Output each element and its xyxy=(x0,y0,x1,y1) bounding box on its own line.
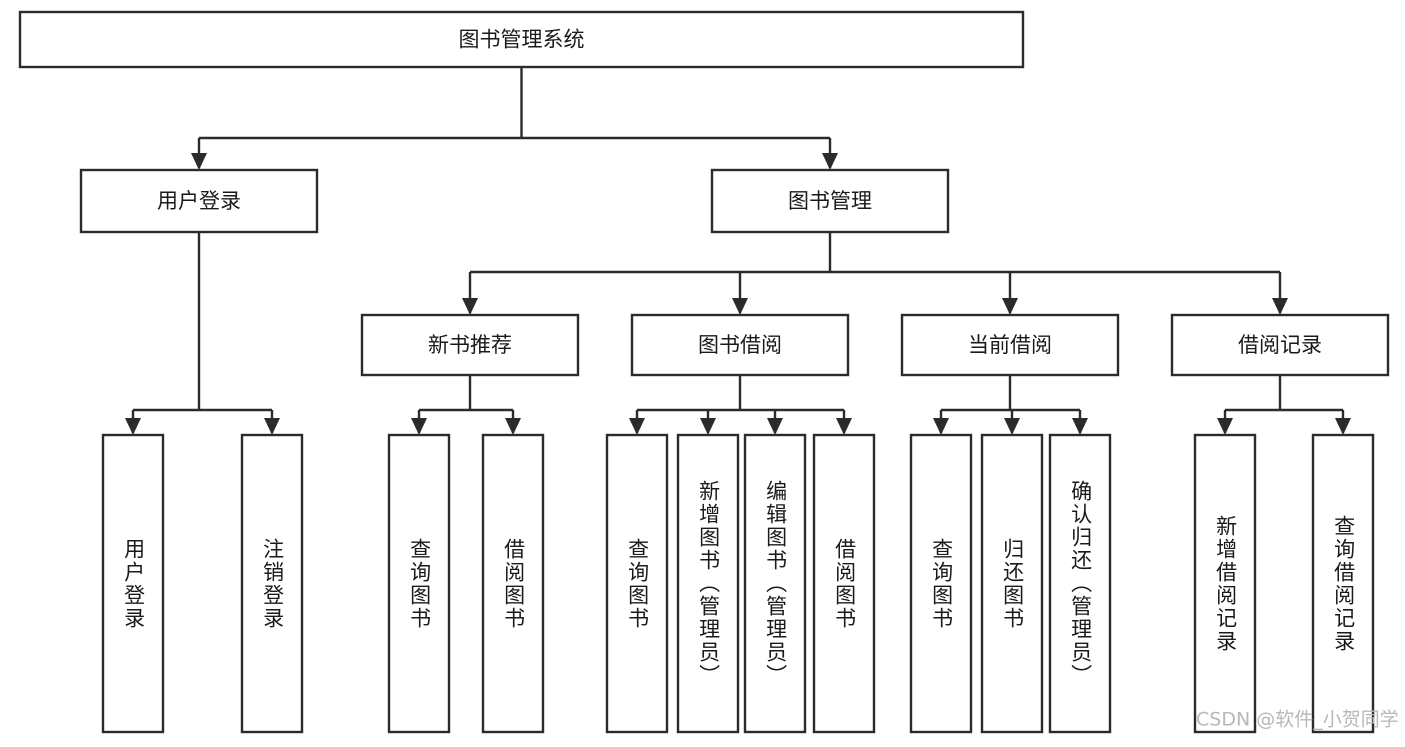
leaf-leaf-query-borrow-record-rect[interactable] xyxy=(1311,433,1375,734)
node-root-label: 图书管理系统 xyxy=(459,28,585,52)
leaf-leaf-user-login-rect[interactable] xyxy=(101,433,165,734)
node-book-borrow-label: 图书借阅 xyxy=(698,333,782,357)
leaf-leaf-return-book[interactable] xyxy=(980,433,1044,734)
leaf-leaf-user-login[interactable] xyxy=(101,433,165,734)
node-current-borrow-rect[interactable] xyxy=(900,313,1120,377)
node-current-borrow-label: 当前借阅 xyxy=(968,333,1052,357)
conn-book-manage-arrow-3 xyxy=(1272,298,1288,315)
leaf-leaf-query-book-borrow-rect[interactable] xyxy=(605,433,669,734)
node-current-borrow[interactable]: 当前借阅 xyxy=(900,313,1120,377)
leaf-leaf-user-logout-rect[interactable] xyxy=(240,433,304,734)
leaf-leaf-query-book-rec[interactable] xyxy=(387,433,451,734)
conn-book-borrow-arrow-0 xyxy=(629,418,645,435)
leaf-leaf-borrow-book-rect[interactable] xyxy=(812,433,876,734)
node-book-manage-label: 图书管理 xyxy=(788,189,872,213)
leaf-leaf-query-book-cur-rect[interactable] xyxy=(909,433,973,734)
node-borrow-record-label: 借阅记录 xyxy=(1238,333,1322,357)
conn-user-login-arrow-1 xyxy=(264,418,280,435)
node-root-rect[interactable] xyxy=(18,10,1025,69)
leaf-leaf-user-logout[interactable] xyxy=(240,433,304,734)
leaf-leaf-edit-book-admin-rect[interactable] xyxy=(743,433,807,734)
node-book-manage-rect[interactable] xyxy=(710,168,950,234)
node-book-borrow-rect[interactable] xyxy=(630,313,850,377)
leaf-leaf-add-borrow-record[interactable] xyxy=(1193,433,1257,734)
conn-book-borrow-arrow-3 xyxy=(836,418,852,435)
node-user-login-rect[interactable] xyxy=(79,168,319,234)
node-borrow-record[interactable]: 借阅记录 xyxy=(1170,313,1390,377)
leaf-leaf-borrow-book-rec-rect[interactable] xyxy=(481,433,545,734)
leaf-leaf-edit-book-admin[interactable] xyxy=(743,433,807,734)
node-new-book-recommend-label: 新书推荐 xyxy=(428,333,512,357)
conn-borrow-record-arrow-1 xyxy=(1335,418,1351,435)
leaf-leaf-query-borrow-record[interactable] xyxy=(1311,433,1375,734)
leaf-leaf-query-book-borrow[interactable] xyxy=(605,433,669,734)
node-new-book-recommend[interactable]: 新书推荐 xyxy=(360,313,580,377)
conn-current-borrow-arrow-0 xyxy=(933,418,949,435)
conn-current-borrow-arrow-2 xyxy=(1072,418,1088,435)
leaf-leaf-add-borrow-record-rect[interactable] xyxy=(1193,433,1257,734)
leaf-leaf-add-book-admin[interactable] xyxy=(676,433,740,734)
conn-user-login-arrow-0 xyxy=(125,418,141,435)
node-user-login[interactable]: 用户登录 xyxy=(79,168,319,234)
conn-new-book-recommend-arrow-0 xyxy=(411,418,427,435)
node-new-book-recommend-rect[interactable] xyxy=(360,313,580,377)
node-root[interactable]: 图书管理系统 xyxy=(18,10,1025,69)
conn-new-book-recommend-arrow-1 xyxy=(505,418,521,435)
leaf-leaf-query-book-cur[interactable] xyxy=(909,433,973,734)
conn-book-borrow-arrow-1 xyxy=(700,418,716,435)
leaf-leaf-query-book-rec-rect[interactable] xyxy=(387,433,451,734)
node-borrow-record-rect[interactable] xyxy=(1170,313,1390,377)
leaf-leaf-borrow-book[interactable] xyxy=(812,433,876,734)
leaf-leaf-add-book-admin-rect[interactable] xyxy=(676,433,740,734)
conn-current-borrow-arrow-1 xyxy=(1004,418,1020,435)
conn-book-manage-arrow-1 xyxy=(732,298,748,315)
conn-book-manage-arrow-0 xyxy=(462,298,478,315)
node-book-borrow[interactable]: 图书借阅 xyxy=(630,313,850,377)
connectors-layer xyxy=(125,67,1351,435)
conn-book-borrow-arrow-2 xyxy=(767,418,783,435)
leaf-leaf-return-book-rect[interactable] xyxy=(980,433,1044,734)
node-book-manage[interactable]: 图书管理 xyxy=(710,168,950,234)
node-user-login-label: 用户登录 xyxy=(157,189,241,213)
leaf-leaf-confirm-return-admin[interactable] xyxy=(1048,433,1112,734)
conn-root-arrow-1 xyxy=(822,153,838,170)
leaf-leaf-borrow-book-rec[interactable] xyxy=(481,433,545,734)
leaf-leaf-confirm-return-admin-rect[interactable] xyxy=(1048,433,1112,734)
conn-borrow-record-arrow-0 xyxy=(1217,418,1233,435)
watermark-text: CSDN @软件_小贺同学 xyxy=(1196,708,1399,731)
conn-book-manage-arrow-2 xyxy=(1002,298,1018,315)
conn-root-arrow-0 xyxy=(191,153,207,170)
